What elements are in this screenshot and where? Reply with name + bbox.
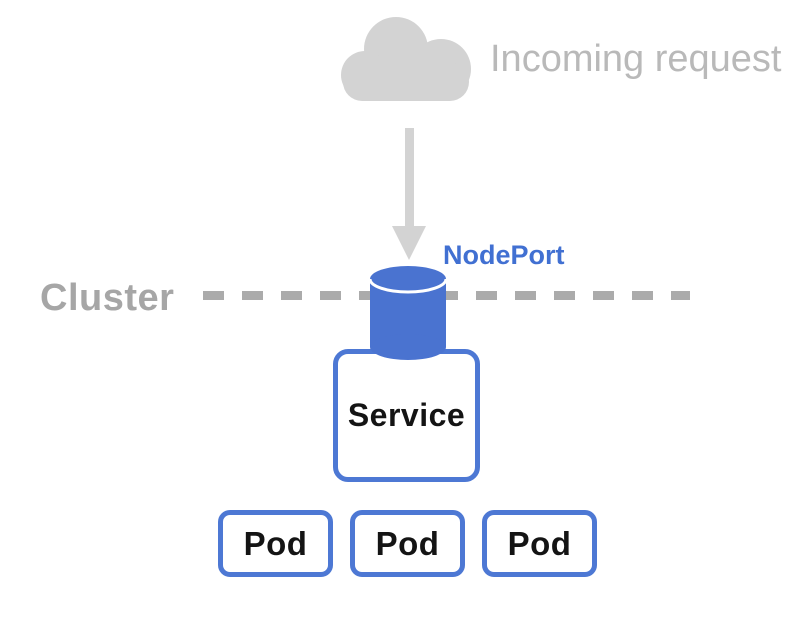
down-arrow-shaft — [405, 128, 414, 229]
down-arrow-head — [392, 226, 426, 260]
down-arrow-icon — [392, 128, 427, 260]
incoming-request-label: Incoming request — [490, 38, 782, 80]
pod-label: Pod — [243, 524, 308, 562]
pod-label: Pod — [375, 524, 440, 562]
pod-box: Pod — [218, 510, 333, 577]
cylinder-lid-highlight — [368, 278, 448, 294]
pod-box: Pod — [350, 510, 465, 577]
cloud-icon — [341, 17, 471, 101]
cluster-boundary-line — [203, 291, 690, 300]
cluster-label: Cluster — [40, 277, 175, 319]
service-box: Service — [333, 349, 480, 482]
service-label: Service — [347, 397, 466, 433]
nodeport-label: NodePort — [443, 240, 565, 270]
nodeport-cylinder-icon — [368, 266, 448, 360]
pod-label: Pod — [507, 524, 572, 562]
pod-box: Pod — [482, 510, 597, 577]
